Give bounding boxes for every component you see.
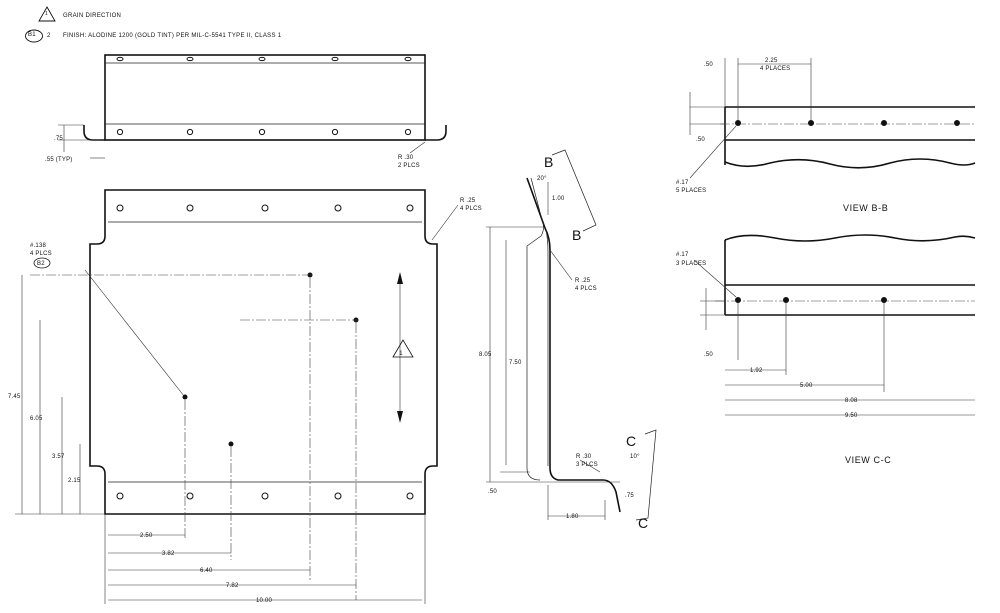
side-dim-75: .75 xyxy=(625,493,634,499)
view-c-hole: #.17 xyxy=(676,252,689,258)
note-triangle-icon xyxy=(38,6,56,22)
view-c-c: #.17 3 PLACES .50 1.92 5.00 8.08 9.50 VI… xyxy=(676,234,976,465)
view-b-hole-places: 5 PLACES xyxy=(676,188,706,194)
view-c-holes xyxy=(735,297,887,303)
plan-corner-count: 4 PLCS xyxy=(460,206,482,212)
side-dim-180: 1.80 xyxy=(566,514,579,520)
top-view-dim-55: .55 (TYP) xyxy=(45,157,72,163)
side-radius-top-count: 4 PLCS xyxy=(575,286,597,292)
plan-hole-badge-icon xyxy=(33,257,51,269)
side-dim-805: 8.05 xyxy=(479,352,492,358)
section-c-cut-line xyxy=(635,429,657,521)
plan-hole-callout: #.138 xyxy=(30,243,46,249)
top-view-radius: R .30 xyxy=(398,155,414,161)
section-b-label-top: B xyxy=(544,154,553,170)
side-dim-100: 1.00 xyxy=(552,196,565,202)
plan-dim-782: 7.82 xyxy=(226,583,239,589)
plan-view-top-holes xyxy=(116,204,414,212)
plan-view-mount-holes xyxy=(182,272,359,447)
top-view-outline xyxy=(104,54,426,141)
plan-dim-382: 3.82 xyxy=(162,551,175,557)
view-c-title: VIEW C-C xyxy=(845,455,891,465)
top-view-dim-75: .75 xyxy=(54,136,63,142)
side-profile-line xyxy=(545,229,549,466)
section-b-label-bottom: B xyxy=(572,227,581,243)
side-profile-inner xyxy=(526,177,544,481)
general-notes: 1 GRAIN DIRECTION B1 2 FINISH: ALODINE 1… xyxy=(0,0,1000,60)
view-c-dim-950: 9.50 xyxy=(845,413,858,419)
grain-triangle-icon xyxy=(392,339,414,358)
side-dim-750: 7.50 xyxy=(509,360,522,366)
plan-view-bottom-holes xyxy=(116,492,414,500)
view-c-dim-192: 1.92 xyxy=(750,368,763,374)
view-b-dim-225: 2.25 xyxy=(765,58,778,64)
view-b-dim-50-top: .50 xyxy=(704,62,713,68)
plan-dim-1000: 10.00 xyxy=(256,598,272,604)
top-view-left-flange xyxy=(83,125,105,141)
top-view-right-flange xyxy=(425,125,447,141)
side-radius-bottom-count: 3 PLCS xyxy=(576,462,598,468)
view-b-dim-50-left: .50 xyxy=(696,137,705,143)
view-c-dim-50: .50 xyxy=(704,352,713,358)
note1-text: GRAIN DIRECTION xyxy=(63,13,122,19)
view-b-b: 2.25 4 PLACES .50 .50 #.17 5 PLACES VIEW… xyxy=(676,58,976,213)
top-view: .75 .55 (TYP) R .30 2 PLCS xyxy=(45,54,447,169)
section-b-cut-line xyxy=(551,149,597,232)
top-view-radius-count: 2 PLCS xyxy=(398,163,420,169)
view-c-dim-500: 5.00 xyxy=(800,383,813,389)
side-view: 8.05 7.50 .50 1.80 B B 20° 1.00 R .25 4 … xyxy=(479,149,657,531)
side-angle-bottom: 10° xyxy=(630,454,640,460)
grain-ref: 1 xyxy=(399,351,403,357)
plan-dim-250: 2.50 xyxy=(140,533,153,539)
top-view-slots xyxy=(116,56,412,62)
plan-dim-745: 7.45 xyxy=(8,394,21,400)
view-c-dim-808: 8.08 xyxy=(845,398,858,404)
side-radius-bottom: R .30 xyxy=(576,454,592,460)
note1-number: 1 xyxy=(45,11,49,17)
note2-badge: B1 xyxy=(28,32,36,38)
plan-view: 1 R .25 4 PLCS #.138 4 PLCS B2 7.45 6.05… xyxy=(8,189,482,604)
plan-dim-357: 3.57 xyxy=(52,454,65,460)
section-c-label-top: C xyxy=(626,433,636,449)
top-view-holes xyxy=(116,128,412,136)
plan-dim-640: 6.40 xyxy=(200,568,213,574)
side-angle-top: 20° xyxy=(537,176,547,182)
section-c-label-bottom: C xyxy=(638,515,648,531)
side-profile-outer xyxy=(526,177,621,513)
hole-callout-leader xyxy=(84,269,185,397)
plan-hole-badge: B2 xyxy=(37,261,45,267)
view-b-title: VIEW B-B xyxy=(843,203,888,213)
note2-text: FINISH: ALODINE 1200 (GOLD TINT) PER MIL… xyxy=(63,33,282,39)
side-radius-top: R .25 xyxy=(575,278,591,284)
view-b-places: 4 PLACES xyxy=(760,66,790,72)
side-dim-50: .50 xyxy=(488,489,497,495)
plan-corner-radius: R .25 xyxy=(460,198,476,204)
view-b-holes xyxy=(735,120,960,126)
plan-dim-605: 6.05 xyxy=(30,416,43,422)
plan-hole-count: 4 PLCS xyxy=(30,251,52,257)
note-badge-circle-icon xyxy=(25,29,43,43)
plan-view-outline xyxy=(89,189,438,515)
note2-number: 2 xyxy=(47,33,51,39)
plan-dim-215: 2.15 xyxy=(68,478,81,484)
view-c-hole-places: 3 PLACES xyxy=(676,261,706,267)
view-b-hole: #.17 xyxy=(676,180,689,186)
